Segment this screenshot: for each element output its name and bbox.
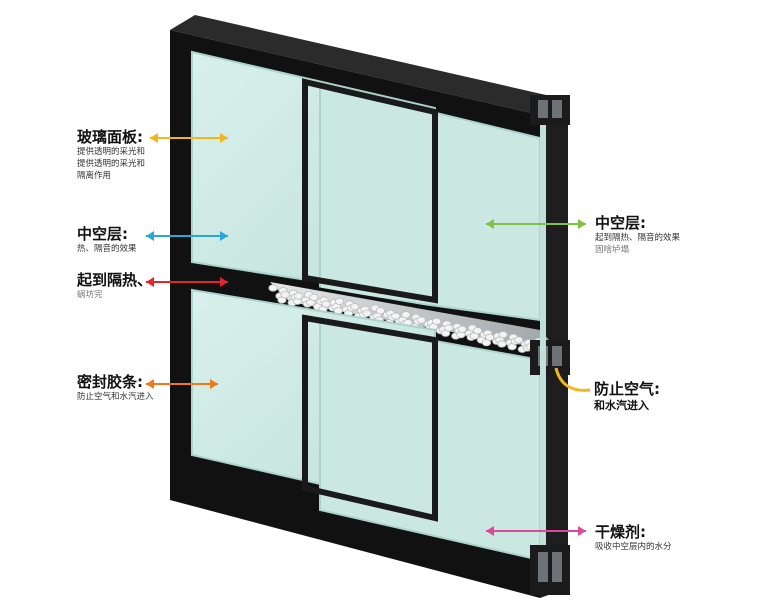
desiccant-bead [401, 311, 411, 319]
frame-top-depth [170, 15, 568, 115]
desiccant-bead [391, 312, 401, 320]
arrow-sealing-strip [146, 379, 218, 389]
label-glass-panel-title: 玻璃面板: [77, 128, 143, 146]
seal-pointer-curve [554, 367, 591, 392]
desiccant-bead [498, 331, 508, 339]
label-glass-panel-desc-1: 提供透明的采光和 [77, 147, 146, 157]
label-air-space-right-desc-2: 固啥垆塌 [595, 245, 630, 255]
arrow-desiccant [486, 526, 586, 536]
label-air-space-left-desc: 热、隔音的效果 [77, 244, 137, 254]
desiccant-bead [309, 293, 319, 301]
label-desiccant: 干燥剂: 吸收中空层内的水分 [595, 523, 672, 553]
profile-middle [530, 340, 570, 375]
arrow-air-space-left [146, 231, 228, 241]
desiccant-bead [350, 303, 360, 311]
label-insulation: 起到隔热、 蜗坊完 [77, 271, 152, 301]
label-glass-panel-desc-2: 提供透明的采光和 [77, 159, 146, 169]
desiccant-bead [431, 317, 442, 325]
label-glass-panel: 玻璃面板: 提供透明的采光和 提供透明的采光和 隔离作用 [77, 128, 145, 182]
profile-bottom [530, 545, 570, 595]
desiccant-bead [334, 297, 345, 305]
label-air-space-left-title: 中空层: [77, 225, 128, 243]
label-desiccant-title: 干燥剂: [595, 523, 646, 541]
sash-upper [302, 78, 438, 304]
label-sealing-strip-desc: 防止空气和水汽进入 [77, 392, 154, 402]
sash-lower [302, 314, 438, 522]
desiccant-bead [416, 316, 426, 324]
desiccant-bead [362, 309, 372, 317]
desiccant-bead [268, 284, 278, 292]
label-desiccant-desc: 吸收中空层内的水分 [595, 542, 672, 552]
label-air-space-right-desc-1: 起到隔热、隔音的效果 [595, 233, 681, 243]
desiccant-bead [444, 324, 454, 332]
label-air-space-right: 中空层: 起到隔热、隔音的效果 固啥垆塌 [595, 214, 680, 256]
label-prevent-air-title: 防止空气: [594, 380, 660, 398]
label-air-space-right-title: 中空层: [595, 214, 646, 232]
profile-top [530, 95, 570, 125]
label-sealing-strip-title: 密封胶条: [77, 373, 143, 391]
arrow-glass-panel [150, 133, 228, 143]
desiccant-bead [280, 291, 290, 299]
label-insulation-title: 起到隔热、 [77, 271, 153, 289]
label-prevent-air-desc: 和水汽进入 [594, 399, 649, 412]
desiccant-bead [457, 325, 467, 333]
arrow-air-space-right [486, 219, 586, 229]
label-sealing-strip: 密封胶条: 防止空气和水汽进入 [77, 373, 154, 403]
desiccant-bead [293, 292, 304, 300]
label-insulation-desc: 蜗坊完 [77, 290, 103, 300]
arrow-insulation [146, 277, 228, 287]
desiccant-bead [513, 336, 524, 344]
desiccant-bead [375, 307, 385, 315]
desiccant-bead [497, 340, 507, 348]
label-glass-panel-desc-3: 隔离作用 [77, 171, 112, 181]
glass-edge-right [540, 125, 546, 545]
desiccant-bead [472, 327, 483, 335]
label-air-space-left: 中空层: 热、隔音的效果 [77, 225, 137, 255]
label-prevent-air: 防止空气: 和水汽进入 [594, 380, 660, 413]
